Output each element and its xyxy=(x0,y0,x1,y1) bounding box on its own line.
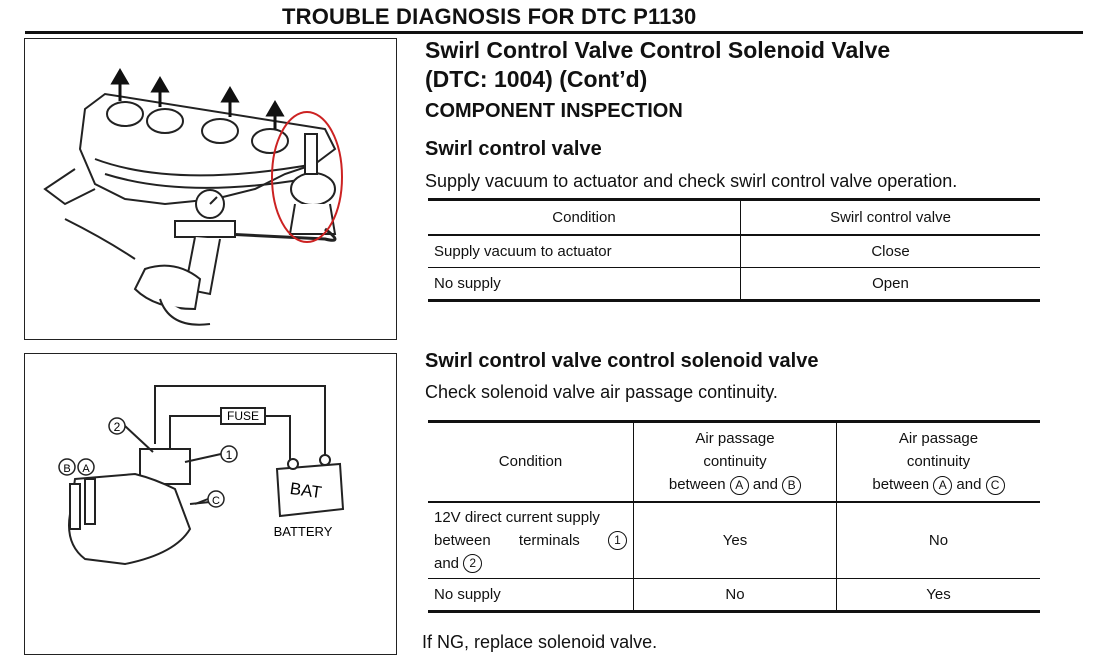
table-cell: No supply xyxy=(428,578,634,612)
page-header: TROUBLE DIAGNOSIS FOR DTC P1130 xyxy=(282,4,697,29)
col2-line3: between A and B xyxy=(640,473,830,496)
section-title: COMPONENT INSPECTION xyxy=(425,100,683,122)
terminal-1-marker: 1 xyxy=(607,530,627,550)
table-header: Condition xyxy=(428,421,634,502)
col2-line1: Air passage xyxy=(695,430,775,448)
table-cell: Open xyxy=(872,275,909,292)
port-a-label: A xyxy=(82,463,90,475)
col3-line2: continuity xyxy=(906,453,971,471)
part2-title: Swirl control valve control solenoid val… xyxy=(425,350,819,372)
and-text: and xyxy=(434,554,460,572)
bat-label: BAT xyxy=(289,479,323,502)
port-a-marker: A xyxy=(933,475,953,495)
port-a-marker: A xyxy=(729,475,749,495)
table-cell: Supply vacuum to actuator xyxy=(428,235,741,268)
heading-line1: Swirl Control Valve Control Solenoid Val… xyxy=(425,37,891,63)
terminal-2-label: 2 xyxy=(114,420,121,434)
part2-instruction: Check solenoid valve air passage continu… xyxy=(425,382,778,402)
table-cell: No xyxy=(928,531,949,549)
heading-line2: (DTC: 1004) (Cont’d) xyxy=(425,66,648,92)
port-c-label: C xyxy=(212,495,220,507)
part1-instruction: Supply vacuum to actuator and check swir… xyxy=(425,171,958,191)
and-text: and xyxy=(752,476,778,494)
terminals-text: terminals xyxy=(518,531,580,549)
solenoid-valve-table: Condition Air passage continuity between… xyxy=(428,420,1040,613)
swirl-valve-table: Condition Swirl control valve Supply vac… xyxy=(428,198,1040,302)
col2-line2: continuity xyxy=(703,453,767,471)
table-header: Condition xyxy=(428,199,741,235)
between-text: between xyxy=(668,476,726,494)
col3-line3: between A and C xyxy=(843,473,1034,496)
header-rule xyxy=(25,31,1083,34)
figure-vacuum-test xyxy=(24,38,397,340)
col3-line1: Air passage xyxy=(898,430,979,448)
port-b-marker: B xyxy=(782,475,802,495)
table-cell: No supply xyxy=(428,267,741,301)
row1-cond-line2: between terminals 1 xyxy=(434,529,627,552)
solenoid-test-illustration: FUSE BAT BATTERY 2 1 B A C xyxy=(58,385,345,566)
table-header: Air passage continuity between A and C xyxy=(837,422,1041,502)
table-cell: Yes xyxy=(633,501,837,579)
table-cell: Close xyxy=(871,243,910,260)
highlight-circle xyxy=(271,111,343,243)
part1-title: Swirl control valve xyxy=(425,138,602,160)
footer-note: If NG, replace solenoid valve. xyxy=(422,632,658,652)
port-b-label: B xyxy=(63,463,70,475)
table-cell: 12V direct current supply between termin… xyxy=(428,501,634,579)
between-text: between xyxy=(434,531,491,549)
and-text: and xyxy=(956,476,982,494)
port-c-marker: C xyxy=(985,475,1005,495)
figure-solenoid-test: FUSE BAT BATTERY 2 1 B A C xyxy=(24,353,397,655)
terminal-2-marker: 2 xyxy=(463,554,483,574)
table-cell: No xyxy=(633,578,837,612)
fuse-label: FUSE xyxy=(227,409,259,423)
terminal-1-label: 1 xyxy=(226,448,233,462)
row1-cond-line3: and 2 xyxy=(434,552,627,575)
vacuum-test-illustration xyxy=(43,68,343,326)
table-header: Swirl control valve xyxy=(830,209,951,226)
between-text: between xyxy=(872,476,930,494)
battery-caption: BATTERY xyxy=(274,524,333,539)
table-cell: Yes xyxy=(926,586,951,603)
row1-cond-line1: 12V direct current supply xyxy=(434,508,600,526)
table-header: Air passage continuity between A and B xyxy=(633,421,837,502)
